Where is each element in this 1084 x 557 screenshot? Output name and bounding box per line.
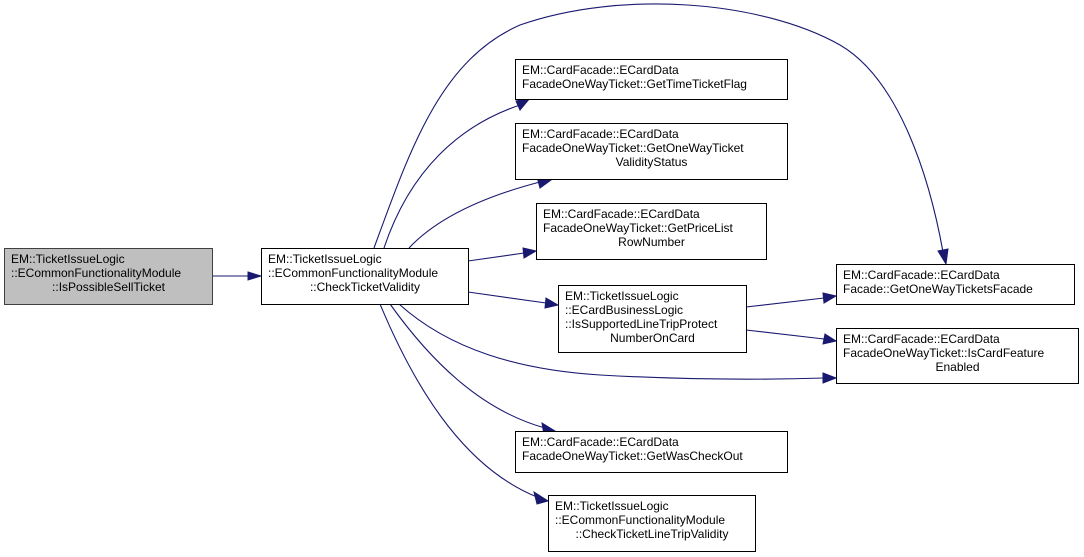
node-label-line: ::CheckTicketValidity (309, 280, 421, 294)
edge-n5-n7 (745, 329, 838, 345)
node-label-line: EM::TicketIssueLogic (268, 252, 382, 266)
arrowhead (522, 247, 538, 259)
node-is-possible-sell-ticket: EM::TicketIssueLogic ::ECommonFunctional… (4, 248, 213, 305)
node-is-supported-line-trip-protect-number-on-card[interactable]: EM::TicketIssueLogic ::ECardBusinessLogi… (558, 285, 747, 353)
arrowhead (822, 372, 838, 384)
node-label-line: EM::TicketIssueLogic (565, 289, 679, 303)
node-get-one-way-tickets-facade[interactable]: EM::CardFacade::ECardData Facade::GetOne… (836, 264, 1075, 305)
arrowhead (544, 297, 560, 309)
arrowhead (247, 271, 263, 281)
node-label-line: EM::CardFacade::ECardData (522, 127, 679, 141)
node-label-line: ::CheckTicketLineTripValidity (575, 527, 729, 541)
arrowhead (533, 490, 550, 505)
node-label-line: FacadeOneWayTicket::IsCardFeature (843, 346, 1045, 360)
node-label-line: ::ECardBusinessLogic (565, 303, 684, 317)
edge-n1-n6 (373, 3, 949, 266)
arrowhead (822, 333, 838, 345)
node-label-line: ValidityStatus (615, 155, 688, 169)
node-label-line: EM::CardFacade::ECardData (843, 268, 1000, 282)
node-get-price-list-row-number[interactable]: EM::CardFacade::ECardData FacadeOneWayTi… (536, 203, 767, 260)
arrowhead (937, 248, 949, 266)
edge-n1-n8 (389, 303, 557, 436)
node-label-line: FacadeOneWayTicket::GetPriceList (543, 221, 733, 235)
node-label-line: FacadeOneWayTicket::GetWasCheckOut (522, 449, 743, 463)
edge-n1-n4 (467, 247, 538, 262)
node-label-line: EM::CardFacade::ECardData (543, 207, 700, 221)
node-label-line: RowNumber (618, 235, 685, 249)
node-label-line: FacadeOneWayTicket::GetTimeTicketFlag (522, 77, 747, 91)
node-label-line: Facade::GetOneWayTicketsFacade (843, 282, 1033, 296)
node-label-line: ::ECommonFunctionalityModule (268, 266, 439, 280)
node-get-time-ticket-flag[interactable]: EM::CardFacade::ECardData FacadeOneWayTi… (515, 59, 788, 100)
edge-n1-n3 (408, 176, 553, 249)
node-is-card-feature-enabled[interactable]: EM::CardFacade::ECardData FacadeOneWayTi… (836, 328, 1079, 384)
node-label-line: EM::CardFacade::ECardData (522, 435, 679, 449)
edge-n1-n9 (379, 303, 550, 505)
node-get-was-check-out[interactable]: EM::CardFacade::ECardData FacadeOneWayTi… (515, 431, 788, 473)
edge-n1-n5 (467, 291, 560, 309)
node-label-line: ::IsSupportedLineTripProtect (565, 317, 718, 331)
node-check-ticket-validity[interactable]: EM::TicketIssueLogic ::ECommonFunctional… (261, 248, 469, 305)
node-label-line: EM::TicketIssueLogic (11, 252, 125, 266)
node-label-line: ::ECommonFunctionalityModule (11, 266, 182, 280)
edge-n1-n2 (383, 97, 532, 249)
arrowhead (822, 292, 838, 304)
edge-n1-n7 (398, 303, 838, 384)
node-label-line: FacadeOneWayTicket::GetOneWayTicket (522, 141, 744, 155)
node-get-one-way-ticket-validity-status[interactable]: EM::CardFacade::ECardData FacadeOneWayTi… (515, 123, 788, 180)
edge-n5-n6 (745, 292, 838, 308)
node-label-line: ::ECommonFunctionalityModule (555, 513, 726, 527)
edge-n0-n1 (212, 271, 263, 281)
node-label-line: Enabled (935, 360, 980, 374)
node-label-line: NumberOnCard (610, 331, 695, 345)
node-label-line: ::IsPossibleSellTicket (52, 280, 165, 294)
node-label-line: EM::TicketIssueLogic (555, 499, 669, 513)
node-label-line: EM::CardFacade::ECardData (843, 332, 1000, 346)
node-label-line: EM::CardFacade::ECardData (522, 63, 679, 77)
node-check-ticket-line-trip-validity[interactable]: EM::TicketIssueLogic ::ECommonFunctional… (548, 495, 756, 552)
